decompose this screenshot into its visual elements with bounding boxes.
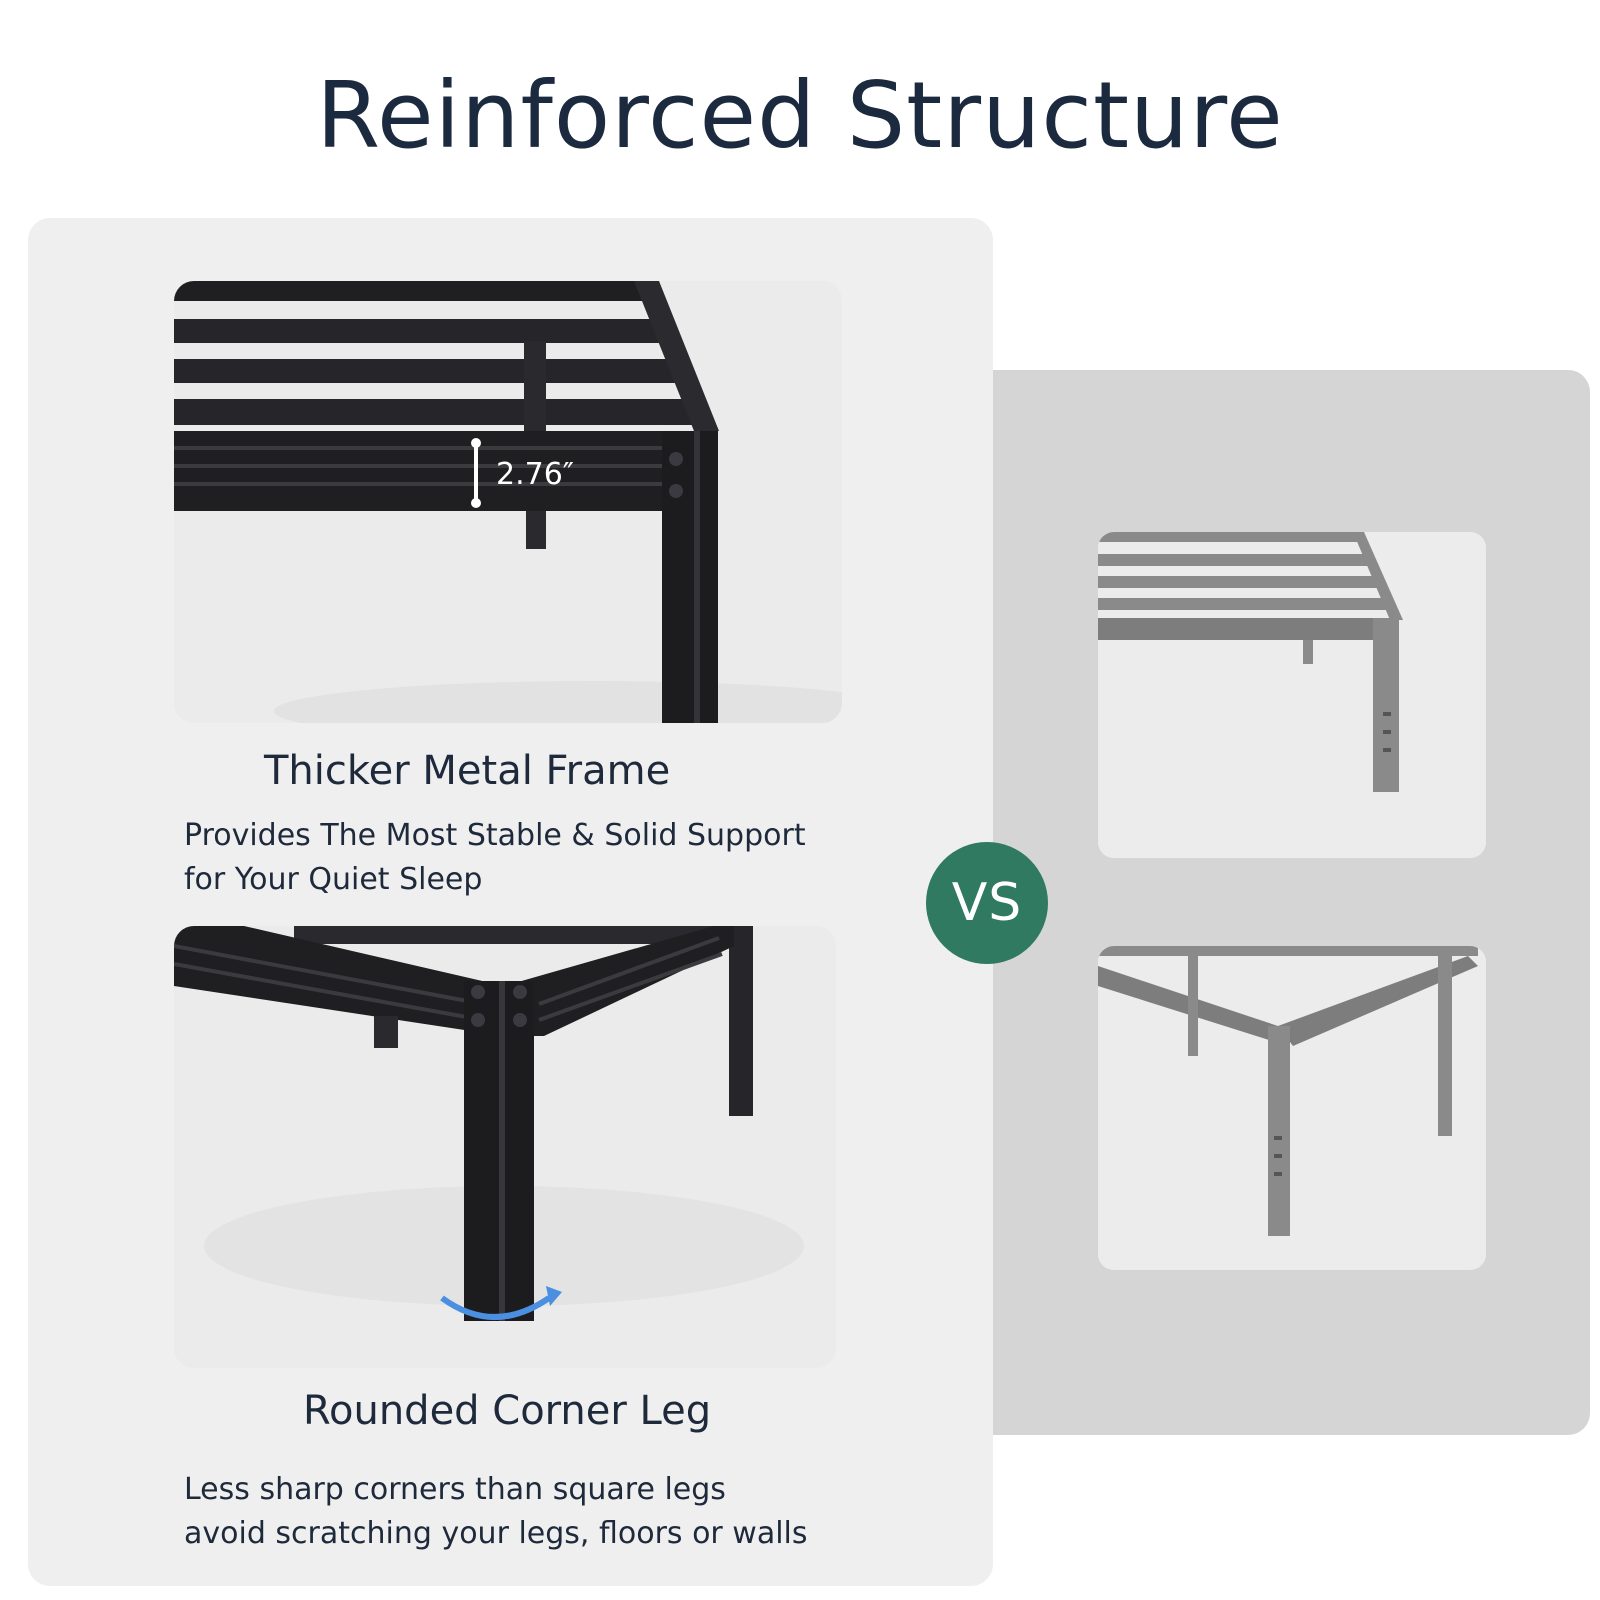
feature-description-thicker-frame: Provides The Most Stable & Solid Support… — [184, 814, 806, 902]
curved-arrow-icon — [440, 1286, 562, 1320]
page-title: Reinforced Structure — [316, 62, 1284, 169]
description-line: Less sharp corners than square legs — [184, 1472, 726, 1507]
thickness-label: 2.76″ — [496, 457, 574, 492]
competitor-frame-image — [1098, 532, 1486, 858]
feature-heading-rounded-leg: Rounded Corner Leg — [303, 1388, 712, 1434]
feature-description-rounded-leg: Less sharp corners than square legs avoi… — [184, 1468, 808, 1556]
vs-badge: VS — [926, 842, 1048, 964]
dimension-marker-icon — [471, 438, 481, 508]
bed-frame-rail-image: 2.76″ — [174, 281, 842, 723]
feature-heading-thicker-frame: Thicker Metal Frame — [264, 748, 671, 794]
description-line: Provides The Most Stable & Solid Support — [184, 818, 806, 853]
competitor-frame-image — [1098, 946, 1486, 1270]
description-line: for Your Quiet Sleep — [184, 862, 483, 897]
bed-frame-corner-leg-image — [174, 926, 836, 1368]
product-panel: 2.76″ Thicker Metal Frame Provides The M… — [28, 218, 993, 1586]
description-line: avoid scratching your legs, floors or wa… — [184, 1516, 808, 1551]
